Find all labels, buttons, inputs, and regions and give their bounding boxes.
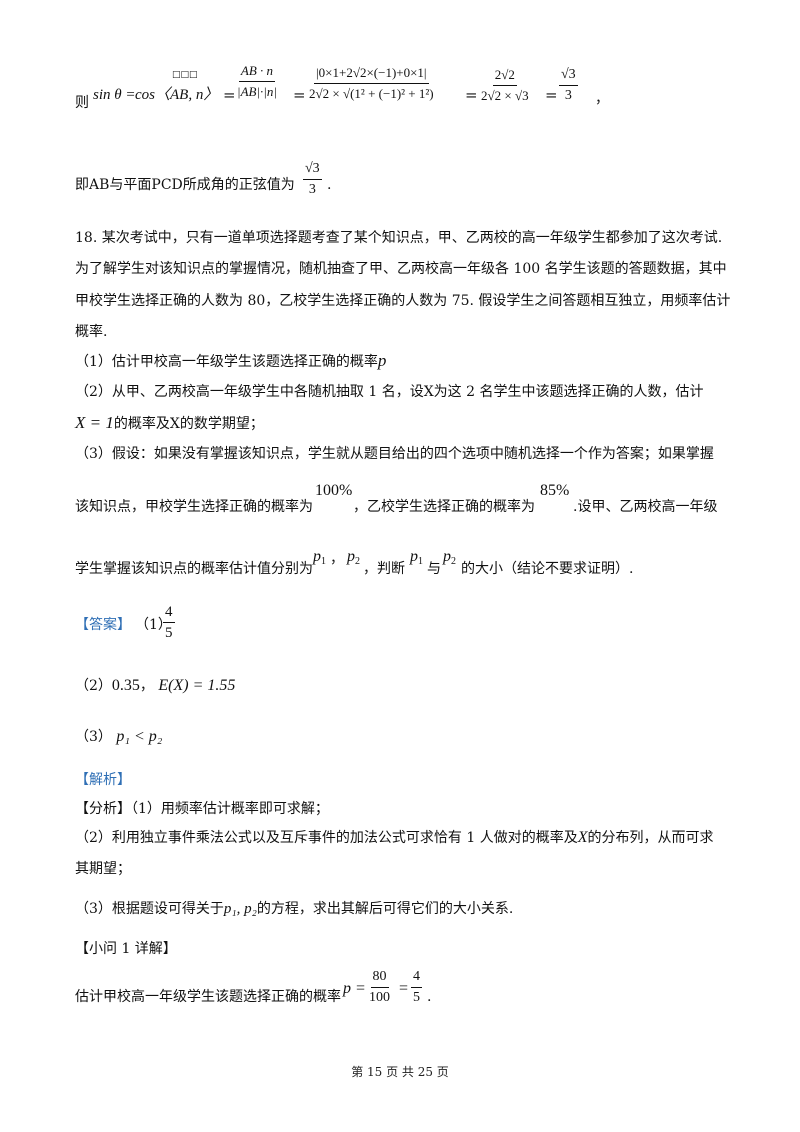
question-2-line-b: X = 1的概率及X的数学期望；	[75, 414, 264, 433]
question-1: （1）估计甲校高一年级学生该题选择正确的概率p	[75, 352, 386, 371]
detail-end: .	[427, 989, 432, 1005]
question-2-line-a: （2）从甲、乙两校高一年级学生中各随机抽取 1 名，设X为这 2 名学生中该题选…	[75, 384, 704, 400]
formula-equals-2: =	[293, 86, 306, 104]
answer-label: 【答案】	[75, 617, 131, 633]
answer-2-value: 0.35	[111, 677, 140, 694]
formula-frac-4: √3 3	[559, 67, 578, 103]
formula-frac-1: AB · n |AB|·|n|	[237, 63, 277, 99]
q3-b-pct-2: 85%	[540, 482, 570, 499]
question-2-math: X = 1	[75, 413, 114, 432]
q3-c-text-1: 学生掌握该知识点的概率估计值分别为	[75, 561, 313, 577]
problem-line-4: 概率.	[75, 324, 108, 340]
detail-line: 估计甲校高一年级学生该题选择正确的概率 p = 80 100 = 4 5 .	[75, 969, 432, 1005]
q3-c-p2b: p2	[443, 548, 456, 567]
conclusion-end: .	[327, 177, 332, 193]
answer-2-expr: E(X) = 1.55	[158, 677, 236, 694]
analysis-label: 【解析】	[75, 772, 131, 788]
formula-cos-garble: □□□	[172, 70, 198, 80]
answer-2-prefix: （2）	[75, 678, 112, 694]
question-3-line-a: （3）假设：如果没有掌握该知识点，学生就从题目给出的四个选项中随机选择一个作为答…	[75, 446, 714, 462]
q3-c-p2: p2	[347, 548, 360, 567]
analysis-p2-line-c: 其期望；	[75, 861, 131, 877]
detail-label: 【小问 1 详解】	[75, 941, 177, 957]
formula-equals-3: =	[465, 86, 478, 104]
question-3-line-c: 学生掌握该知识点的概率估计值分别为 p1 ， p2 ，判断 p1 与 p2 的大…	[75, 548, 634, 577]
question-1-var: p	[377, 351, 387, 370]
q3-c-p1b: p1	[410, 548, 423, 567]
problem-line-2: 为了解学生对该知识点的掌握情况，随机抽查了甲、乙两校高一年级各 100 名学生该…	[75, 261, 727, 277]
detail-frac-1: 80 100	[369, 969, 390, 1005]
q3-b-text-1: 该知识点，甲校学生选择正确的概率为	[75, 499, 313, 515]
formula-equals-4: =	[545, 86, 558, 104]
formula-frac-2: |0×1+2√2×(−1)+0×1| 2√2 × √(1² + (−1)² + …	[309, 65, 434, 101]
formula-lhs: sin θ =	[93, 87, 136, 103]
q3-c-text-2: ，判断	[363, 561, 405, 577]
top-formula: 则 sin θ = □□□ cos〈AB, n〉 = AB · n |AB|·|…	[75, 62, 615, 124]
conclusion-line: 即AB与平面PCD所成角的正弦值为 √3 3 .	[75, 160, 375, 204]
analysis-p3-vars: p₁, p₂	[223, 901, 257, 917]
q3-b-text-3: .设甲、乙两校高一年级	[573, 499, 718, 515]
conclusion-frac: √3 3	[303, 161, 322, 197]
q3-c-text-4: 的大小（结论不要求证明）.	[461, 561, 634, 577]
formula-trail: ，	[595, 91, 609, 107]
answer-3-prefix: （3）	[75, 729, 112, 745]
page-footer: 第 15 页 共 25 页	[351, 1065, 449, 1079]
answer-1: 【答案】 （1） 4 5	[75, 603, 215, 647]
answer-3: （3） p₁ < p₂	[75, 728, 162, 746]
analysis-p2-var: X	[577, 829, 588, 846]
formula-prefix: 则	[75, 95, 89, 111]
detail-text: 估计甲校高一年级学生该题选择正确的概率	[75, 989, 341, 1005]
detail-lhs: p =	[343, 980, 366, 997]
answer-3-expr: p₁ < p₂	[116, 728, 163, 745]
analysis-p3: （3）根据题设可得关于p₁, p₂的方程，求出其解后可得它们的大小关系.	[75, 901, 514, 917]
formula-cos-expr: cos〈AB, n〉	[135, 87, 219, 103]
q3-b-text-2: ，乙校学生选择正确的概率为	[353, 499, 535, 515]
q3-c-text-3: 与	[427, 561, 441, 577]
answer-2: （2）0.35， E(X) = 1.55	[75, 677, 236, 694]
q3-c-p1: p1	[313, 548, 326, 567]
detail-frac-2: 4 5	[411, 969, 422, 1005]
conclusion-text: 即AB与平面PCD所成角的正弦值为	[75, 177, 295, 193]
problem-line-3: 甲校学生选择正确的人数为 80，乙校学生选择正确的人数为 75. 假设学生之间答…	[75, 293, 731, 309]
analysis-p2-line-a: （2）利用独立事件乘法公式以及互斥事件的加法公式可求恰有 1 人做对的概率及X的…	[75, 829, 714, 846]
problem-line-1: 18. 某次考试中，只有一道单项选择题考查了某个知识点，甲、乙两校的高一年级学生…	[75, 230, 723, 246]
question-2-text: 的概率及X的数学期望；	[113, 416, 264, 432]
formula-equals-1: =	[223, 86, 236, 104]
formula-frac-3: 2√2 2√2 × √3	[481, 67, 529, 103]
question-1-text: （1）估计甲校高一年级学生该题选择正确的概率	[75, 354, 378, 370]
answer-1-prefix: （1）	[135, 617, 172, 633]
q3-b-pct-1: 100%	[315, 482, 353, 499]
analysis-fenxi: 【分析】（1）用频率估计概率即可求解；	[75, 801, 329, 817]
answer-1-frac: 4 5	[163, 604, 175, 641]
question-3-line-b: 该知识点，甲校学生选择正确的概率为 100% ，乙校学生选择正确的概率为 85%…	[75, 482, 735, 518]
